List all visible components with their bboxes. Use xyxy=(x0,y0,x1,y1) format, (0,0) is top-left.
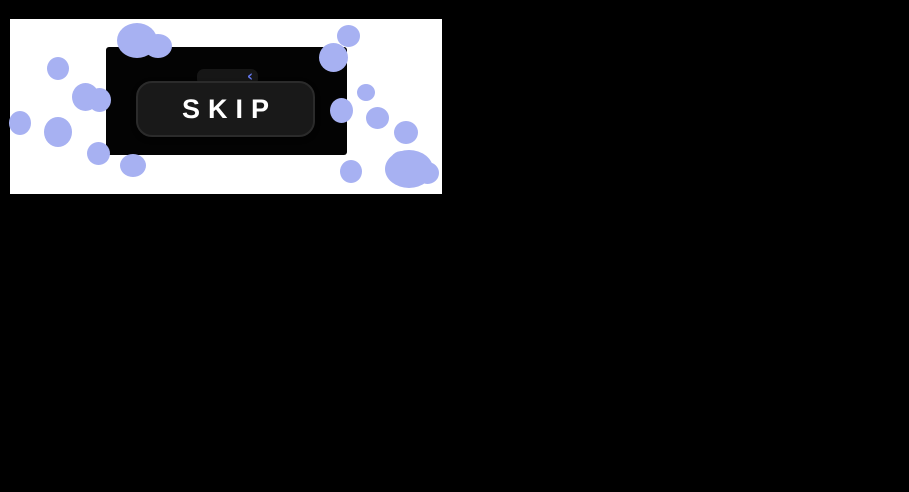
chevron-left-icon[interactable]: ‹ xyxy=(246,67,254,85)
skip-button[interactable]: SKIP xyxy=(136,81,315,137)
skip-button-label: SKIP xyxy=(181,93,278,124)
